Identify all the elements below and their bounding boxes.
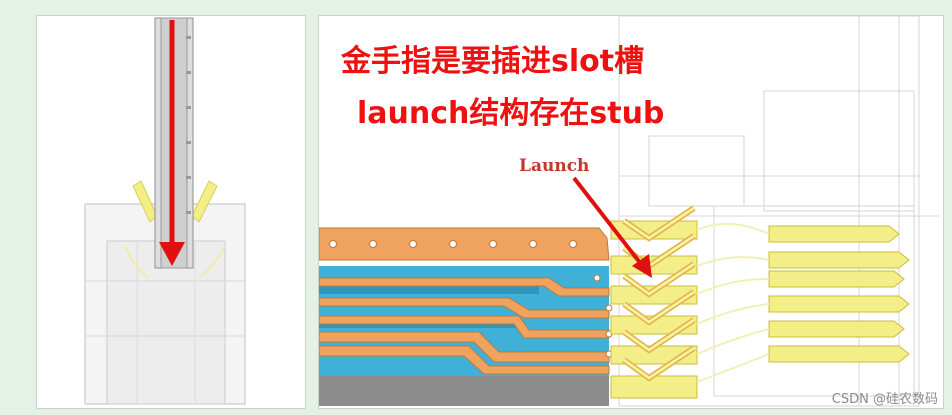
copper-trace-5	[319, 345, 610, 375]
ground-base	[319, 368, 609, 406]
watermark: CSDN @硅农数码	[831, 392, 938, 407]
connector-pin-4	[768, 295, 910, 313]
copper-layers	[319, 227, 610, 375]
copper-trace-2	[319, 297, 610, 319]
right-spring-contact	[191, 180, 218, 223]
left-panel-slot-side-view	[36, 15, 306, 409]
top-copper-plane	[319, 227, 610, 261]
connector-pins	[768, 225, 910, 363]
launch-label: Launch	[519, 156, 590, 176]
connector-pin-2	[768, 251, 910, 269]
launch-structure-drawing	[319, 16, 939, 407]
launch-pointer-arrow-head	[632, 254, 652, 278]
launch-pad-6	[610, 375, 698, 399]
connector-pin-6	[768, 345, 910, 363]
launch-pointer-arrow-shaft	[572, 176, 643, 266]
launch-pad-3	[610, 285, 698, 305]
caption-line-2: launch结构存在stub	[357, 96, 665, 131]
slot-side-view-drawing	[84, 17, 246, 405]
insertion-arrow-head	[159, 242, 185, 266]
connector-pin-3	[768, 270, 905, 288]
connector-pin-1	[768, 225, 900, 243]
copper-trace-1	[319, 277, 610, 297]
launch-pads	[610, 220, 698, 399]
background-housing-outline	[618, 16, 939, 407]
caption-line-1: 金手指是要插进slot槽	[341, 44, 645, 79]
copper-trace-4	[319, 331, 610, 363]
via-row	[329, 240, 613, 358]
connector-pin-5	[768, 320, 905, 338]
right-panel-launch-top-view: 金手指是要插进slot槽 launch结构存在stub Launch	[318, 15, 944, 409]
copper-trace-3	[319, 315, 610, 339]
pin-legs	[696, 222, 770, 383]
